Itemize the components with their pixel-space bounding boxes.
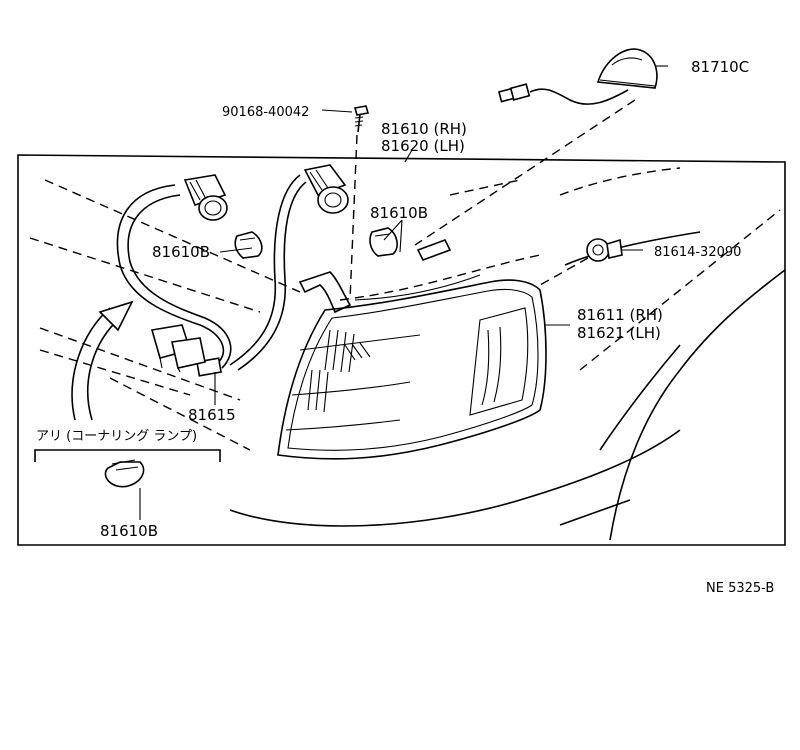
wiring-harness <box>116 174 307 377</box>
leader-lines <box>139 65 668 520</box>
connector-block <box>150 324 206 373</box>
label-lens-rh: 81611 (RH) <box>577 306 663 324</box>
label-cornering-note: アリ (コーナリング ランプ) <box>36 429 197 444</box>
side-marker-lamp <box>414 48 658 246</box>
label-harness: 81615 <box>188 406 236 424</box>
label-bulb-socket-rh: 81610 (RH) <box>381 120 467 138</box>
clip <box>539 238 623 286</box>
assembly-frame <box>17 154 786 546</box>
bulb-socket-right <box>303 164 349 214</box>
screw <box>349 105 370 301</box>
label-side-marker: 81710C <box>691 58 749 76</box>
wedge-bulb-left <box>234 231 263 259</box>
fender-outline <box>229 231 786 541</box>
label-screw: 90168-40042 <box>222 105 309 120</box>
label-bulb-socket-lh: 81620 (LH) <box>381 137 465 155</box>
label-lens-lh: 81621 (LH) <box>577 324 661 342</box>
label-cornering-bulb: 81610B <box>100 522 158 540</box>
bulb-position-mark <box>416 239 452 261</box>
note-bracket <box>34 449 221 462</box>
body-panel-outline <box>29 167 781 451</box>
lens-unit <box>277 271 547 460</box>
label-wedge-bulb-left: 81610B <box>152 243 210 261</box>
label-drawing-code: NE 5325-B <box>706 581 774 596</box>
cornering-bulb <box>104 459 145 488</box>
direction-arrow <box>71 300 134 421</box>
label-wedge-bulb-right: 81610B <box>370 204 428 222</box>
bulb-socket-left <box>183 174 228 221</box>
label-clip: 81614-32090 <box>654 245 741 260</box>
wedge-bulb-right <box>369 227 398 257</box>
